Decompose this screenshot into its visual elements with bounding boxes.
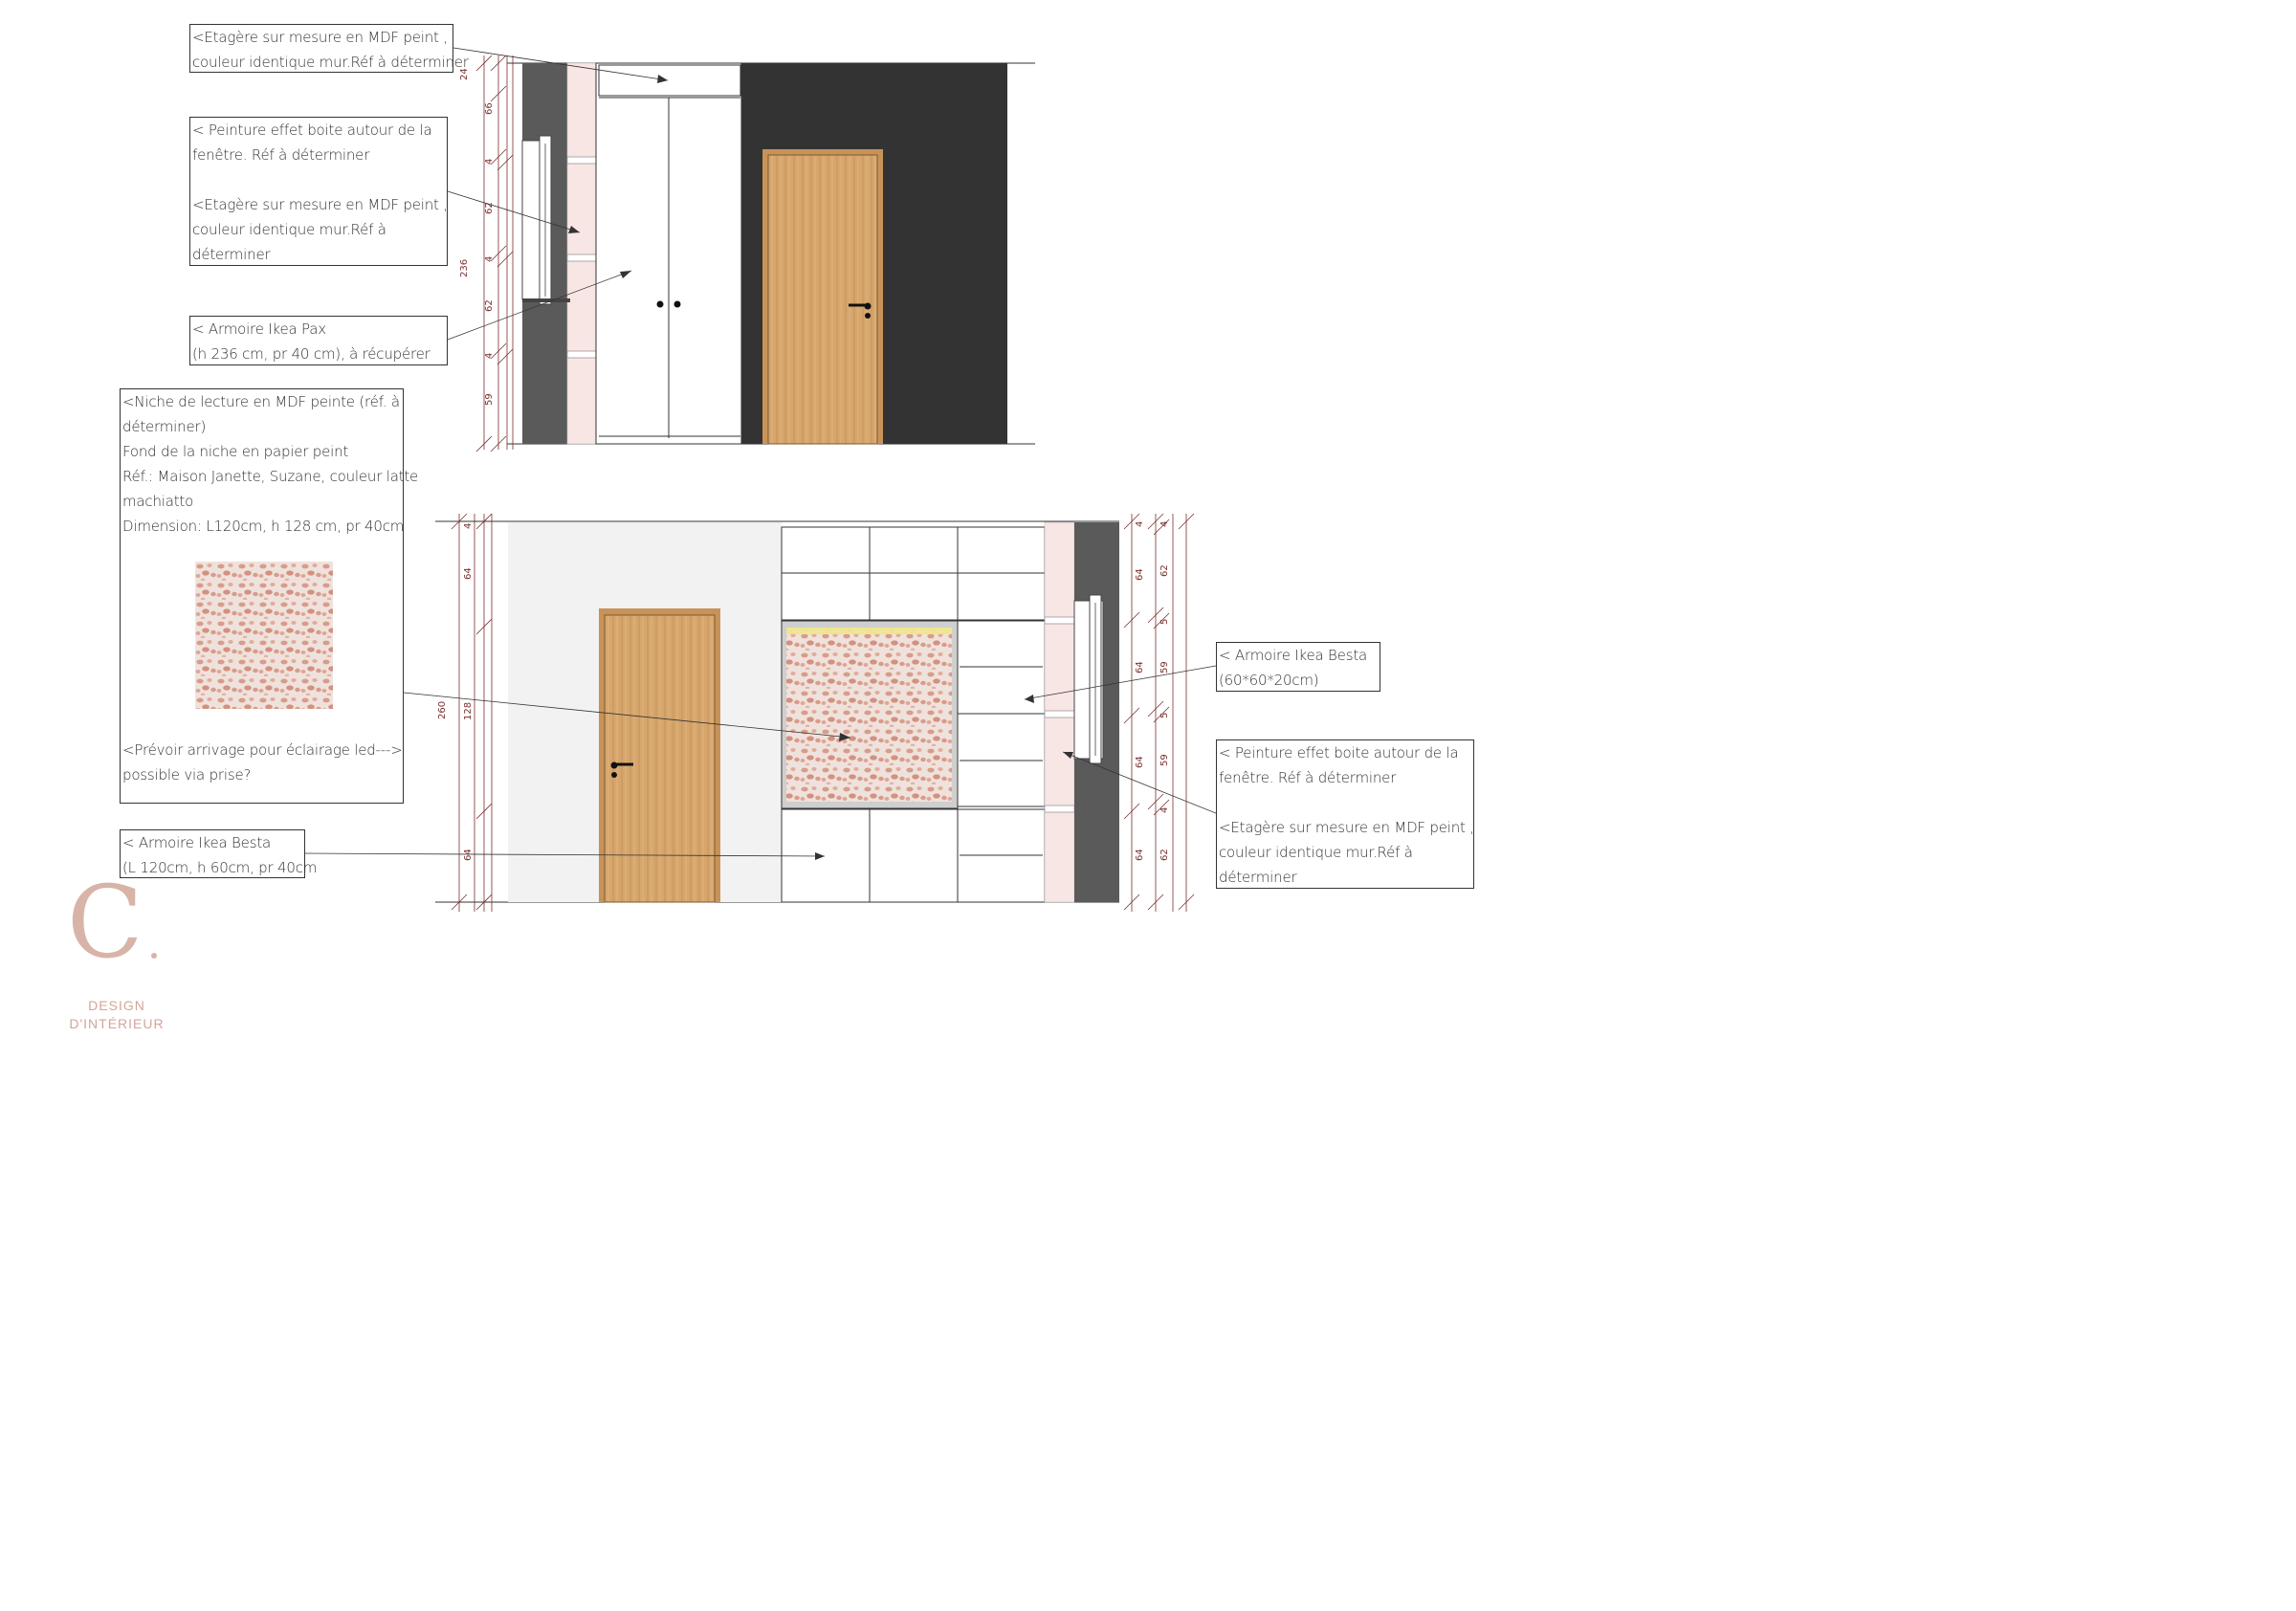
dim-r-64-d: 64 bbox=[1135, 849, 1145, 861]
note-line: déterminer bbox=[192, 246, 271, 263]
dim-r-64-b: 64 bbox=[1135, 661, 1145, 673]
pax-knob-left bbox=[656, 300, 664, 308]
besta-right-column bbox=[957, 620, 1046, 903]
window-frame-bottom bbox=[1073, 594, 1104, 764]
note-line: fenêtre. Réf à déterminer bbox=[1219, 769, 1397, 786]
dim-r-64-c: 64 bbox=[1135, 756, 1145, 768]
note-line: <Prévoir arrivage pour éclairage led---> bbox=[122, 741, 403, 759]
note-line: < Peinture effet boite autour de la bbox=[192, 121, 432, 139]
note-paint-and-shelf-top: < Peinture effet boite autour de la fenê… bbox=[189, 117, 448, 266]
logo-dot bbox=[151, 953, 157, 959]
dim-b-64-a: 64 bbox=[463, 567, 474, 580]
dim-rr-5-b: 5 bbox=[1159, 713, 1170, 718]
bottom-dimension-lines bbox=[451, 513, 1195, 912]
note-line: <Etagère sur mesure en MDF peint , bbox=[192, 29, 448, 46]
note-line: déterminer bbox=[1219, 869, 1297, 886]
dim-r-4: 4 bbox=[1135, 521, 1145, 527]
wallpaper-swatch bbox=[195, 562, 333, 709]
note-reading-niche: <Niche de lecture en MDF peinte (réf. à … bbox=[120, 388, 419, 804]
note-besta-right: < Armoire Ikea Besta (60*60*20cm) bbox=[1216, 642, 1380, 692]
logo-letter: C bbox=[67, 864, 144, 981]
top-dimension-lines bbox=[475, 55, 514, 452]
leader-lines bbox=[303, 47, 1217, 857]
note-line: Fond de la niche en papier peint bbox=[122, 443, 349, 460]
dim-b-64-b: 64 bbox=[463, 849, 474, 861]
dim-rr-59-b: 59 bbox=[1159, 754, 1170, 766]
note-line: fenêtre. Réf à déterminer bbox=[192, 146, 370, 164]
note-pax: < Armoire Ikea Pax (h 236 cm, pr 40 cm),… bbox=[189, 316, 448, 365]
leader-arrowheads bbox=[568, 75, 1073, 860]
note-besta-bottom: < Armoire Ikea Besta (L 120cm, h 60cm, p… bbox=[120, 829, 318, 878]
dim-rr-4-b: 4 bbox=[1159, 807, 1170, 813]
dim-4-c: 4 bbox=[484, 353, 495, 359]
dim-59: 59 bbox=[484, 393, 495, 406]
dim-b-4: 4 bbox=[463, 523, 474, 529]
note-line: <Niche de lecture en MDF peinte (réf. à bbox=[122, 393, 400, 410]
note-line: déterminer) bbox=[122, 418, 207, 435]
logo-line-1: DESIGN bbox=[88, 998, 145, 1013]
note-line: Réf.: Maison Janette, Suzane, couleur la… bbox=[122, 468, 419, 485]
reading-niche bbox=[781, 620, 959, 809]
door-top bbox=[762, 149, 883, 445]
dim-4-a: 4 bbox=[484, 159, 495, 165]
window-pink-panel-top bbox=[566, 62, 597, 445]
bottom-elevation bbox=[435, 520, 1119, 903]
dim-rr-62-a: 62 bbox=[1159, 564, 1170, 577]
dim-24: 24 bbox=[459, 68, 470, 80]
elevation-drawing: 24 66 4 62 4 62 4 59 236 bbox=[303, 47, 1217, 912]
dim-r-64-a: 64 bbox=[1135, 568, 1145, 581]
dim-rr-62-b: 62 bbox=[1159, 849, 1170, 861]
note-line: possible via prise? bbox=[122, 766, 252, 783]
pax-knob-right bbox=[673, 300, 681, 308]
dim-62-b: 62 bbox=[484, 299, 495, 312]
dim-rr-4-a: 4 bbox=[1159, 521, 1170, 527]
dim-260: 260 bbox=[437, 701, 448, 719]
note-line: < Armoire Ikea Besta bbox=[1219, 647, 1367, 664]
note-line: machiatto bbox=[122, 493, 194, 510]
dim-rr-5-a: 5 bbox=[1159, 619, 1170, 625]
note-line: < Armoire Ikea Pax bbox=[192, 320, 326, 338]
besta-upper-units bbox=[781, 526, 1046, 621]
door-bottom bbox=[599, 608, 720, 903]
besta-bottom-units bbox=[781, 808, 959, 903]
dim-b-128: 128 bbox=[463, 702, 474, 720]
note-line: < Armoire Ikea Besta bbox=[122, 834, 271, 851]
dim-66: 66 bbox=[484, 102, 495, 115]
top-dimension-labels: 24 66 4 62 4 62 4 59 236 bbox=[459, 68, 495, 406]
dim-rr-59-a: 59 bbox=[1159, 661, 1170, 673]
dim-236: 236 bbox=[459, 259, 470, 277]
note-line: <Etagère sur mesure en MDF peint , bbox=[1219, 819, 1474, 836]
pax-top-shelf bbox=[598, 64, 741, 97]
logo-text: DESIGN D'INTÉRIEUR bbox=[63, 997, 170, 1033]
dim-62-a: 62 bbox=[484, 202, 495, 214]
note-line: couleur identique mur.Réf à déterminer bbox=[192, 54, 469, 71]
note-line: <Etagère sur mesure en MDF peint , bbox=[192, 196, 448, 213]
note-line: couleur identique mur.Réf à bbox=[192, 221, 386, 238]
note-line: couleur identique mur.Réf à bbox=[1219, 844, 1413, 861]
window-frame-top bbox=[521, 135, 570, 305]
note-top-shelf: <Etagère sur mesure en MDF peint , coule… bbox=[189, 24, 469, 73]
logo-line-2: D'INTÉRIEUR bbox=[69, 1016, 165, 1031]
note-paint-and-shelf-right: < Peinture effet boite autour de la fenê… bbox=[1216, 739, 1474, 889]
top-elevation bbox=[507, 62, 1035, 445]
note-line: (60*60*20cm) bbox=[1219, 672, 1319, 689]
note-line: (h 236 cm, pr 40 cm), à récupérer bbox=[192, 345, 430, 363]
note-line: (L 120cm, h 60cm, pr 40cm bbox=[122, 859, 318, 876]
bottom-dimension-labels: 260 4 64 128 64 4 64 64 64 64 4 62 5 59 … bbox=[437, 521, 1170, 861]
dim-4-b: 4 bbox=[484, 256, 495, 262]
note-line: Dimension: L120cm, h 128 cm, pr 40cm bbox=[122, 518, 405, 535]
note-line: < Peinture effet boite autour de la bbox=[1219, 744, 1459, 761]
